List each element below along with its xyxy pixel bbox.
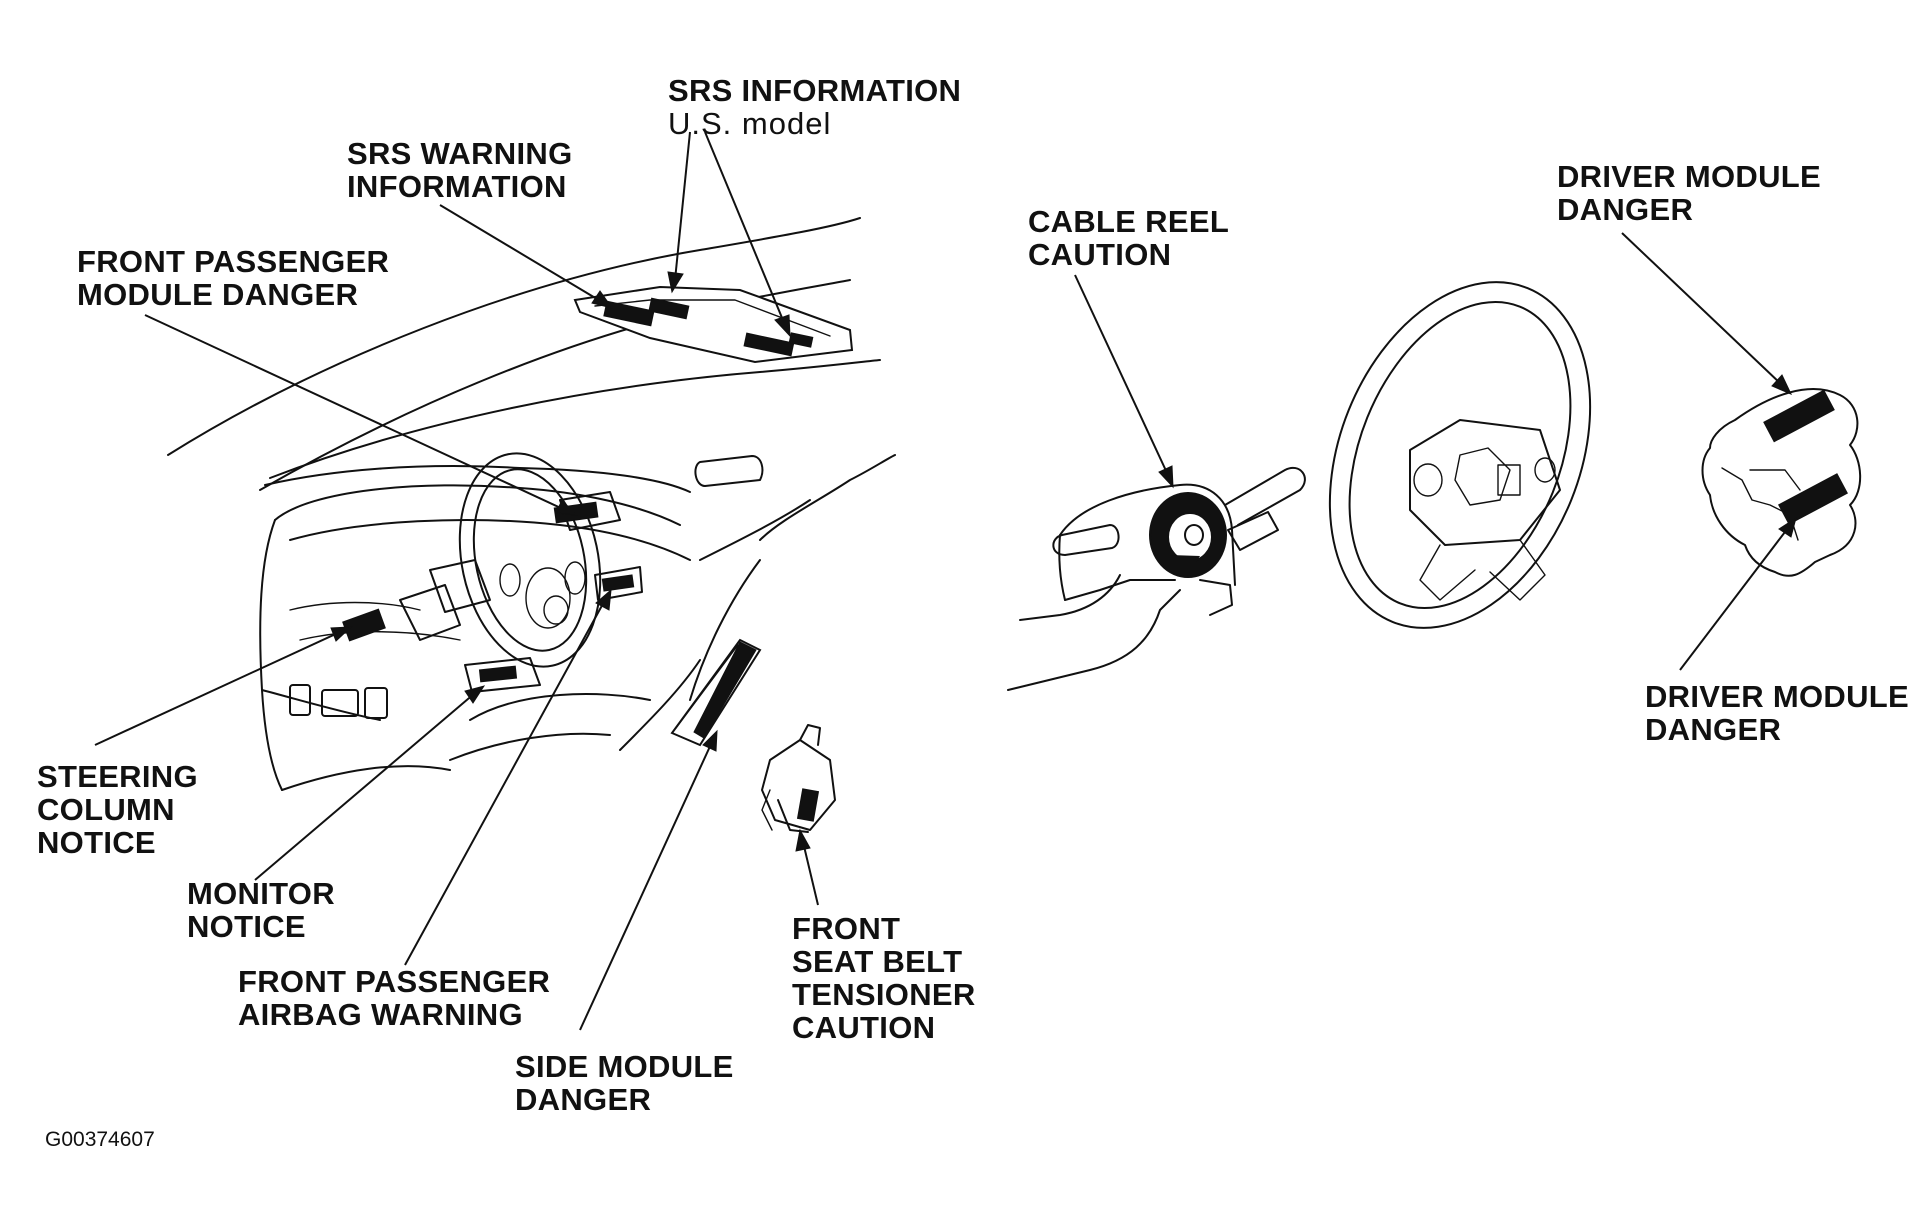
label-cable-reel-caution-line2: CAUTION [1028,237,1172,272]
sun-visor [573,285,854,364]
label-front-seat-belt-tensioner-caution-line3: TENSIONER [792,977,976,1012]
label-side-module-danger-line2: DANGER [515,1082,652,1117]
leader-srs-information-2 [704,131,786,326]
vehicle-interior-illustration [167,217,896,833]
label-steering-column-notice-line3: NOTICE [37,825,156,860]
label-monitor-notice-line2: NOTICE [187,909,306,944]
label-driver-module-danger-top-line1: DRIVER MODULE [1557,159,1821,194]
leader-cable-reel-caution [1074,274,1169,476]
label-driver-module-danger-bottom-line2: DANGER [1645,712,1782,747]
steering-wheel-illustration [1328,281,1592,629]
leader-front-passenger-module-danger [144,314,566,511]
label-cable-reel-caution-line1: CABLE REEL [1028,204,1230,239]
label-steering-column-notice: STEERING COLUMN NOTICE [37,760,198,859]
figure-code: G00374607 [45,1128,155,1151]
label-front-passenger-module-danger-line1: FRONT PASSENGER [77,244,390,279]
leader-lines [94,131,1797,1031]
label-driver-module-danger-top-line2: DANGER [1557,192,1694,227]
label-side-module-danger: SIDE MODULE DANGER [515,1050,734,1116]
leader-driver-module-danger-top [1621,232,1783,386]
label-srs-warning-information-line2: INFORMATION [347,169,567,204]
label-front-seat-belt-tensioner-caution-line1: FRONT [792,911,901,946]
steering-column-switch-illustration [1007,467,1306,691]
cable-reel [1149,492,1227,578]
label-cable-reel-caution: CABLE REEL CAUTION [1028,205,1229,271]
label-front-seat-belt-tensioner-caution-line4: CAUTION [792,1010,936,1045]
leader-driver-module-danger-bottom [1679,527,1789,671]
seat-belt-tensioner [761,724,836,833]
label-srs-warning-information-line1: SRS WARNING [347,136,573,171]
label-driver-module-danger-top: DRIVER MODULE DANGER [1557,160,1821,226]
dash-steering-wheel [458,452,602,668]
leader-srs-warning-information [439,204,603,303]
label-front-passenger-airbag-warning: FRONT PASSENGER AIRBAG WARNING [238,965,550,1031]
label-front-passenger-module-danger-line2: MODULE DANGER [77,277,359,312]
label-driver-module-danger-bottom-line1: DRIVER MODULE [1645,679,1909,714]
leader-side-module-danger [579,741,713,1031]
label-monitor-notice: MONITOR NOTICE [187,877,335,943]
label-monitor-notice-line1: MONITOR [187,876,335,911]
driver-airbag-module-illustration [1701,388,1862,577]
label-srs-information-line2: U.S. model [668,106,832,141]
leader-front-passenger-airbag-warning [404,599,606,966]
side-module [670,638,762,747]
label-steering-column-notice-line1: STEERING [37,759,198,794]
label-side-module-danger-line1: SIDE MODULE [515,1049,734,1084]
leader-steering-column-notice [94,631,341,746]
label-driver-module-danger-bottom: DRIVER MODULE DANGER [1645,680,1909,746]
label-srs-information-line1: SRS INFORMATION [668,73,962,108]
leader-monitor-notice [254,692,476,881]
label-front-passenger-airbag-warning-line2: AIRBAG WARNING [238,997,523,1032]
label-srs-information: SRS INFORMATION U.S. model [668,74,961,140]
leader-front-seat-belt-tensioner-caution [802,841,819,906]
label-front-passenger-airbag-warning-line1: FRONT PASSENGER [238,964,551,999]
leader-srs-information-1 [674,131,691,281]
label-srs-warning-information: SRS WARNING INFORMATION [347,137,572,203]
label-front-passenger-module-danger: FRONT PASSENGER MODULE DANGER [77,245,389,311]
label-front-seat-belt-tensioner-caution: FRONT SEAT BELT TENSIONER CAUTION [792,912,976,1044]
label-steering-column-notice-line2: COLUMN [37,792,175,827]
label-front-seat-belt-tensioner-caution-line2: SEAT BELT [792,944,963,979]
